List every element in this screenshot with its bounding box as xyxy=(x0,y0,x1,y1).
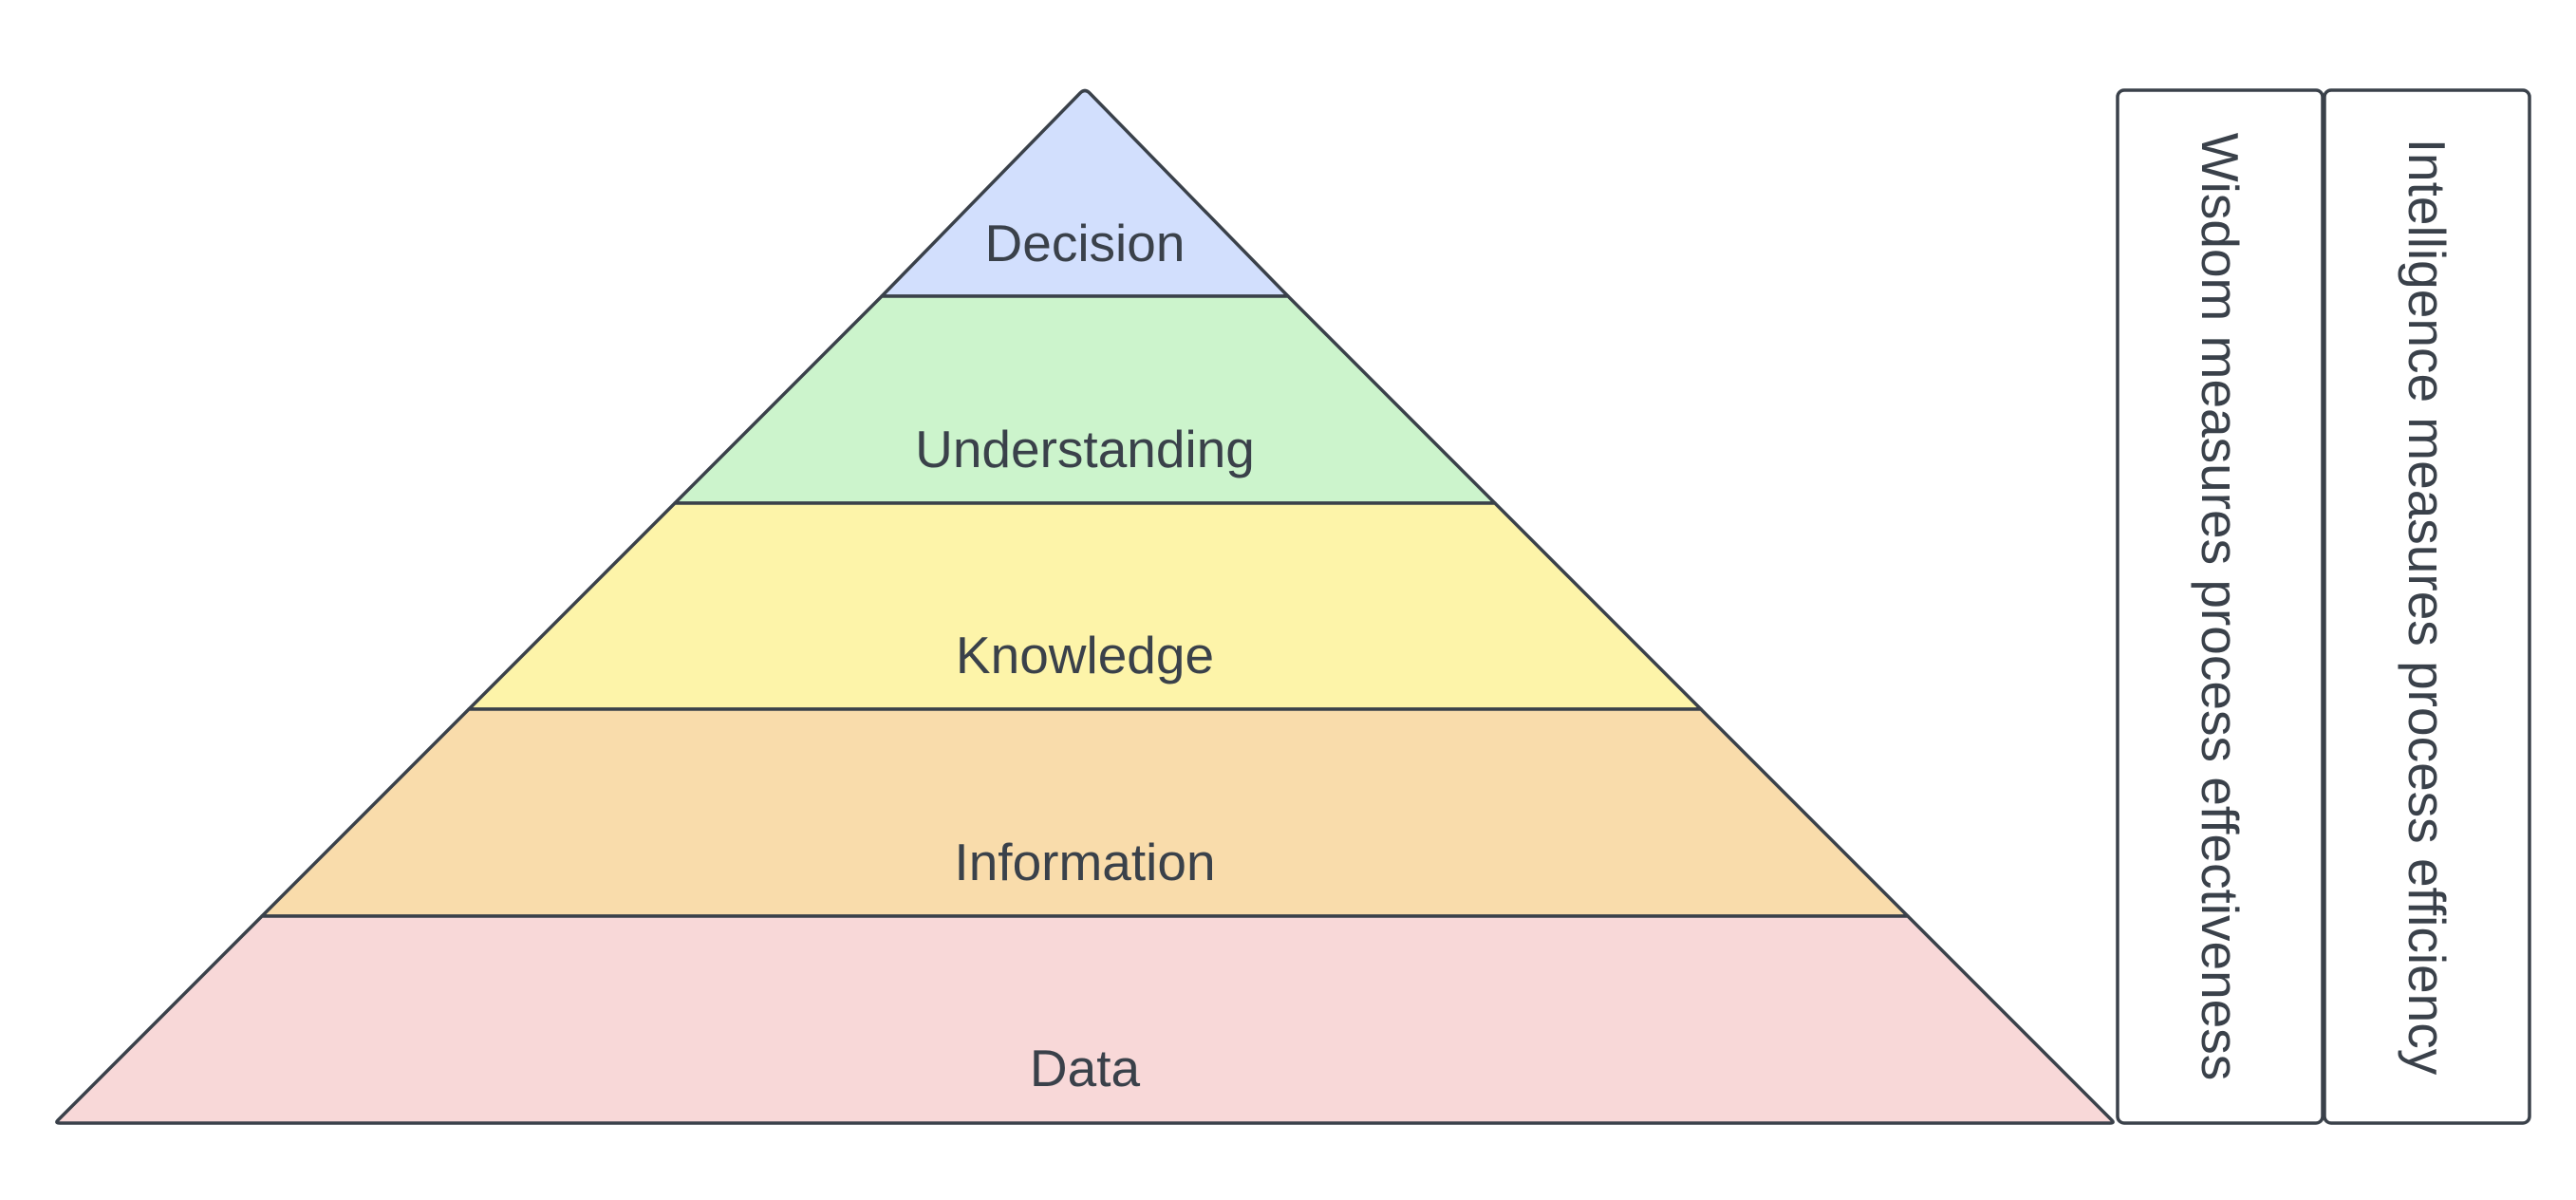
tier-label-information: Information xyxy=(954,833,1215,891)
tier-label-knowledge: Knowledge xyxy=(956,626,1214,684)
tier-data xyxy=(55,914,2115,1125)
wisdom-box xyxy=(2116,88,2324,1125)
tier-label-decision: Decision xyxy=(985,214,1185,272)
intelligence-label: Intelligence measures process efficiency xyxy=(2398,139,2456,1076)
intelligence-box xyxy=(2323,88,2531,1125)
tier-label-data: Data xyxy=(1030,1039,1141,1097)
tier-label-understanding: Understanding xyxy=(915,420,1255,478)
pyramid: Decision Understanding Knowledge Informa… xyxy=(55,88,2115,1125)
tier-decision xyxy=(880,88,1290,298)
wisdom-label: Wisdom measures process effectiveness xyxy=(2191,133,2249,1081)
side-boxes: Wisdom measures process effectiveness In… xyxy=(2116,88,2531,1125)
